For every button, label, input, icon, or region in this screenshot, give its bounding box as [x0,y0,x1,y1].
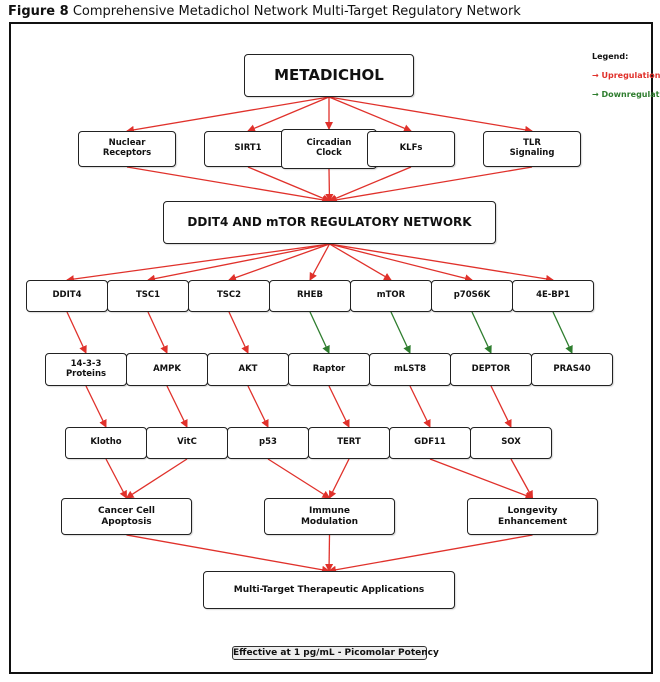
edge-circadian_clock-to-ddit4_mtor_network [325,168,334,202]
diagram-frame [9,22,653,674]
node-pras40: PRAS40 [531,353,613,386]
node-circadian-clock: Circadian Clock [281,129,377,169]
figure-label: Figure 8 [8,4,69,19]
node-mtor: mTOR [350,280,432,312]
edge-ddit4_mtor_network-to-mtor [329,243,392,281]
edge-ddit4_mtor_network-to-tsc2 [228,243,330,282]
edge-mlst8-to-gdf11 [409,385,431,428]
edge-gdf11-to-longevity_enhancement [429,458,534,500]
edge-proteins_14_3_3-to-klotho [85,385,107,428]
node-longevity-enhancement: Longevity Enhancement [467,498,598,535]
legend-upregulation: → Upregulation [592,71,660,80]
edge-vitc-to-cancer_apoptosis [125,458,188,499]
legend-title: Legend: [592,52,629,61]
edge-tsc1-to-ampk [147,311,168,354]
node-p53: p53 [227,427,309,459]
node-mlst8: mLST8 [369,353,451,386]
node-nuclear-receptors: Nuclear Receptors [78,131,176,167]
edge-metadichol-to-klfs [328,96,412,133]
edge-ddit4-to-proteins_14_3_3 [66,311,87,354]
node-gdf11: GDF11 [389,427,471,459]
node-multi-target-therapeutic-applications: Multi-Target Therapeutic Applications [203,571,455,609]
edge-cancer_apoptosis-to-therapeutic_applications [126,534,330,574]
node-tsc1: TSC1 [107,280,189,312]
figure-caption: Figure 8 Comprehensive Metadichol Networ… [8,4,521,19]
edge-klotho-to-cancer_apoptosis [105,458,128,499]
edge-nuclear_receptors-to-ddit4_mtor_network [126,166,331,204]
edge-mtor-to-mlst8 [390,311,411,354]
edge-sox-to-longevity_enhancement [510,458,534,499]
edge-akt-to-p53 [247,385,269,428]
edge-metadichol-to-sirt1 [247,96,330,132]
edge-p53-to-immune_modulation [267,458,331,499]
node-raptor: Raptor [288,353,370,386]
node-tlr-signaling: TLR Signaling [483,131,581,167]
edge-ddit4_mtor_network-to-eif4ebp1 [329,243,554,283]
edge-deptor-to-sox [490,385,512,428]
edge-rheb-to-raptor [309,311,330,354]
node-p70s6k: p70S6K [431,280,513,312]
edge-tsc2-to-akt [228,311,249,354]
node-ddit4: DDIT4 [26,280,108,312]
node-rheb: RHEB [269,280,351,312]
edge-metadichol-to-nuclear_receptors [126,96,330,134]
node-sirt1: SIRT1 [204,131,292,167]
node-akt: AKT [207,353,289,386]
node-tert: TERT [308,427,390,459]
node-deptor: DEPTOR [450,353,532,386]
node-vitc: VitC [146,427,228,459]
edge-ddit4_mtor_network-to-tsc1 [147,243,330,283]
node-cancer-cell-apoptosis: Cancer Cell Apoptosis [61,498,192,535]
edge-tlr_signaling-to-ddit4_mtor_network [328,166,533,204]
node-sox: SOX [470,427,552,459]
edge-p70s6k-to-deptor [471,311,492,354]
edge-sirt1-to-ddit4_mtor_network [247,166,331,202]
figure-title: Comprehensive Metadichol Network Multi-T… [72,4,521,19]
node-klfs: KLFs [367,131,455,167]
edge-klfs-to-ddit4_mtor_network [328,166,412,202]
edge-raptor-to-tert [328,385,350,428]
legend: Legend: → Upregulation → Downregulation [592,52,660,109]
edge-metadichol-to-tlr_signaling [328,96,533,134]
node-klotho: Klotho [65,427,147,459]
edge-ddit4_mtor_network-to-p70s6k [329,243,473,283]
node-4e-bp1: 4E-BP1 [512,280,594,312]
edge-ddit4_mtor_network-to-ddit4 [66,243,330,284]
node-ampk: AMPK [126,353,208,386]
node-metadichol: METADICHOL [244,54,414,97]
edge-eif4ebp1-to-pras40 [552,311,573,354]
edge-immune_modulation-to-therapeutic_applications [325,534,334,572]
edge-longevity_enhancement-to-therapeutic_applications [328,534,533,574]
node-ddit4-mtor-network: DDIT4 AND mTOR REGULATORY NETWORK [163,201,496,244]
node-immune-modulation: Immune Modulation [264,498,395,535]
legend-downregulation: → Downregulation [592,90,660,99]
edge-ddit4_mtor_network-to-rheb [309,243,331,281]
edge-ampk-to-vitc [166,385,188,428]
node-14-3-3-proteins: 14-3-3 Proteins [45,353,127,386]
node-tsc2: TSC2 [188,280,270,312]
potency-note: Effective at 1 pg/mL - Picomolar Potency [232,646,439,660]
edge-tert-to-immune_modulation [328,458,350,499]
